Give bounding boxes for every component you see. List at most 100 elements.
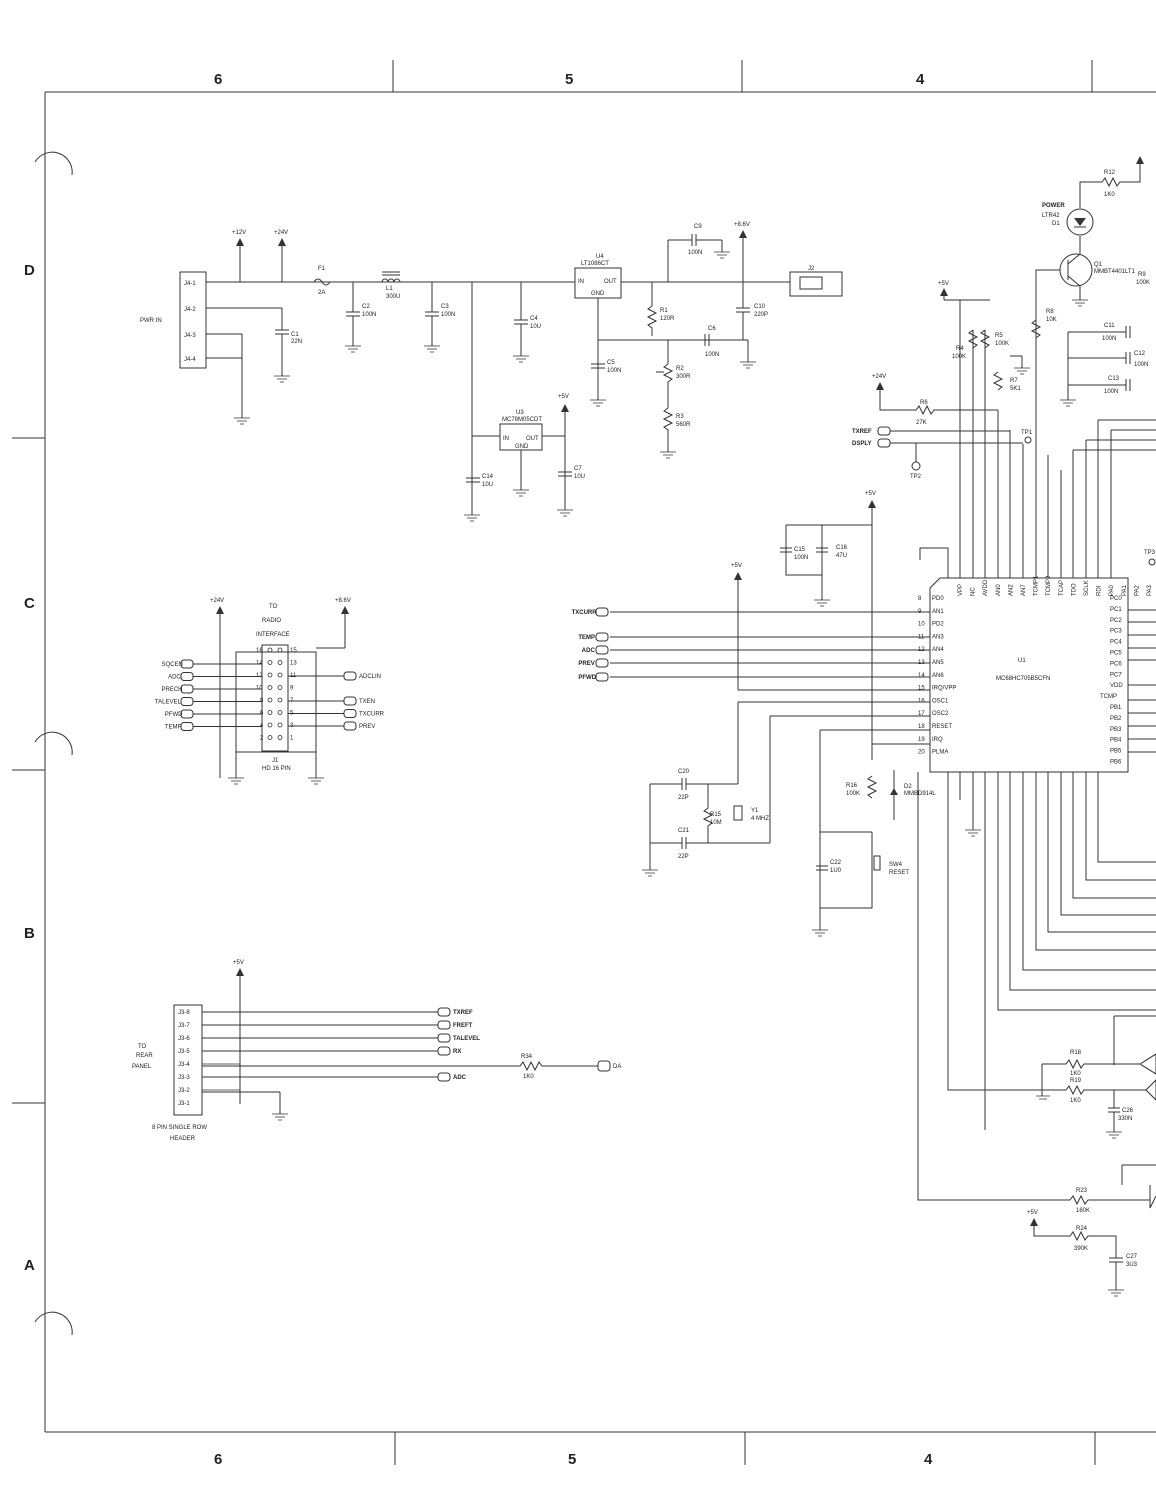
rear-signal-label: TALEVEL [453,1036,480,1042]
pwr-in-label: PWR IN [140,318,162,324]
power-section: PWR IN J4-1 J4-2 J4-3 J4-4 +12V +24V C1 … [140,222,843,522]
svg-text:R24: R24 [1076,1226,1088,1232]
svg-text:+5V: +5V [1027,1210,1038,1216]
mcu-pin-label: PC0 [1110,596,1122,602]
mcu-pin-label: AN3 [932,634,944,640]
mcu-pin-label: OSC1 [932,698,949,704]
mcu-pin-label: PC1 [1110,607,1122,613]
rear-pin-label: J3-1 [178,1101,190,1107]
net-flag [595,658,609,668]
svg-text:R16: R16 [846,783,858,789]
mcu-pin-number: 15 [918,686,925,692]
q1-transistor [1059,253,1093,287]
svg-text:MC78M05CDT: MC78M05CDT [502,417,542,423]
radio-signal-label: PREV [359,724,375,730]
svg-text:PANEL: PANEL [132,1064,152,1070]
svg-text:DA: DA [613,1064,621,1070]
svg-text:POWER: POWER [1042,203,1065,209]
svg-text:C27: C27 [1126,1254,1138,1260]
radio-pin [277,722,283,728]
svg-text:R19: R19 [1070,1078,1082,1084]
svg-text:TXREF: TXREF [852,429,872,435]
svg-text:R4: R4 [956,346,964,352]
svg-text:J4-1: J4-1 [184,281,196,287]
mcu-pin-label: AN1 [932,609,944,615]
radio-pin [277,647,283,653]
radio-pin-number: 2 [260,736,264,742]
svg-text:22P: 22P [678,854,689,860]
mcu-pin-label: PA2 [1134,584,1140,596]
net-flag [595,607,609,617]
svg-text:R7: R7 [1010,378,1018,384]
mcu-pin-label: OSC2 [932,711,949,717]
svg-text:TP1: TP1 [1021,430,1033,436]
svg-text:100N: 100N [688,250,702,256]
zone-col-5-bottom: 5 [568,1451,576,1468]
mcu-pin-label: PB2 [1110,716,1122,722]
mcu-pin-label: PD0 [932,596,944,602]
svg-text:D1: D1 [1052,221,1060,227]
radio-signal-label: TXEN [359,699,375,705]
zone-row-d: D [24,262,35,279]
mcu-pin-label: AN4 [932,647,944,653]
mcu-net-label: TXCURR [572,610,598,616]
svg-text:2A: 2A [318,290,325,296]
svg-text:GND: GND [591,291,605,297]
zone-col-6-top: 6 [214,71,222,88]
svg-text:+24V: +24V [274,230,288,236]
svg-text:HEADER: HEADER [170,1136,196,1142]
rear-pin-label: J3-7 [178,1023,190,1029]
svg-text:U4: U4 [596,254,604,260]
mcu-pin-number: 17 [918,711,925,717]
svg-text:R18: R18 [1070,1050,1082,1056]
svg-text:DSPLY: DSPLY [852,441,871,447]
radio-pin [267,672,273,678]
rear-signal-label: FREFT [453,1023,473,1029]
j2-connector [789,271,843,297]
svg-text:C10: C10 [754,304,766,310]
svg-text:100N: 100N [794,555,808,561]
svg-text:F1: F1 [318,266,326,272]
radio-pin [267,697,273,703]
radio-pin [267,685,273,690]
mcu-net-group: TXCURRTEMPADCPREVPFWDPD08AN19PD210AN311A… [572,575,1153,765]
svg-text:U3: U3 [516,410,524,416]
svg-text:22N: 22N [291,339,302,345]
mcu-pin-label: VDD [1110,683,1123,689]
svg-text:100N: 100N [705,352,719,358]
svg-text:1K0: 1K0 [1070,1071,1081,1077]
mcu-pin-label: TDO [1071,583,1077,596]
sheet-frame: 6 5 4 6 5 4 D C B A [12,60,1156,1468]
radio-signal-label: TALEVEL [155,700,182,706]
svg-text:47U: 47U [836,553,847,559]
svg-text:IN: IN [578,279,584,285]
svg-text:100N: 100N [441,312,455,318]
svg-text:330N: 330N [1118,1116,1132,1122]
mcu-pin-label: TCMP1 [1034,575,1040,596]
mcu-pin-label: SCLK [1084,580,1090,596]
svg-text:LT1086CT: LT1086CT [581,261,609,267]
rear-panel-section: TO REAR PANEL +5V 8 PIN SINGLE ROW HEADE… [132,960,621,1142]
svg-text:10U: 10U [530,324,541,330]
mcu-pin-label: RDI [1097,585,1103,596]
svg-text:220P: 220P [754,312,768,318]
svg-text:HD 16 PIN: HD 16 PIN [262,766,291,772]
svg-text:100K: 100K [846,791,860,797]
svg-text:+5V: +5V [233,960,244,966]
svg-text:R5: R5 [995,333,1003,339]
svg-text:RESET: RESET [889,870,909,876]
radio-pin [277,685,283,690]
mcu-net-label: PFWD [578,675,596,681]
svg-text:REAR: REAR [136,1053,153,1059]
svg-text:C5: C5 [607,360,615,366]
svg-text:1U0: 1U0 [830,868,842,874]
svg-text:1K0: 1K0 [1104,192,1115,198]
svg-text:R23: R23 [1076,1188,1088,1194]
mcu-pin-label: PB3 [1110,727,1122,733]
net-flag [437,1072,451,1082]
net-flag [595,632,609,642]
radio-pin [277,660,283,665]
svg-text:22P: 22P [678,795,689,801]
svg-text:R12: R12 [1104,170,1116,176]
